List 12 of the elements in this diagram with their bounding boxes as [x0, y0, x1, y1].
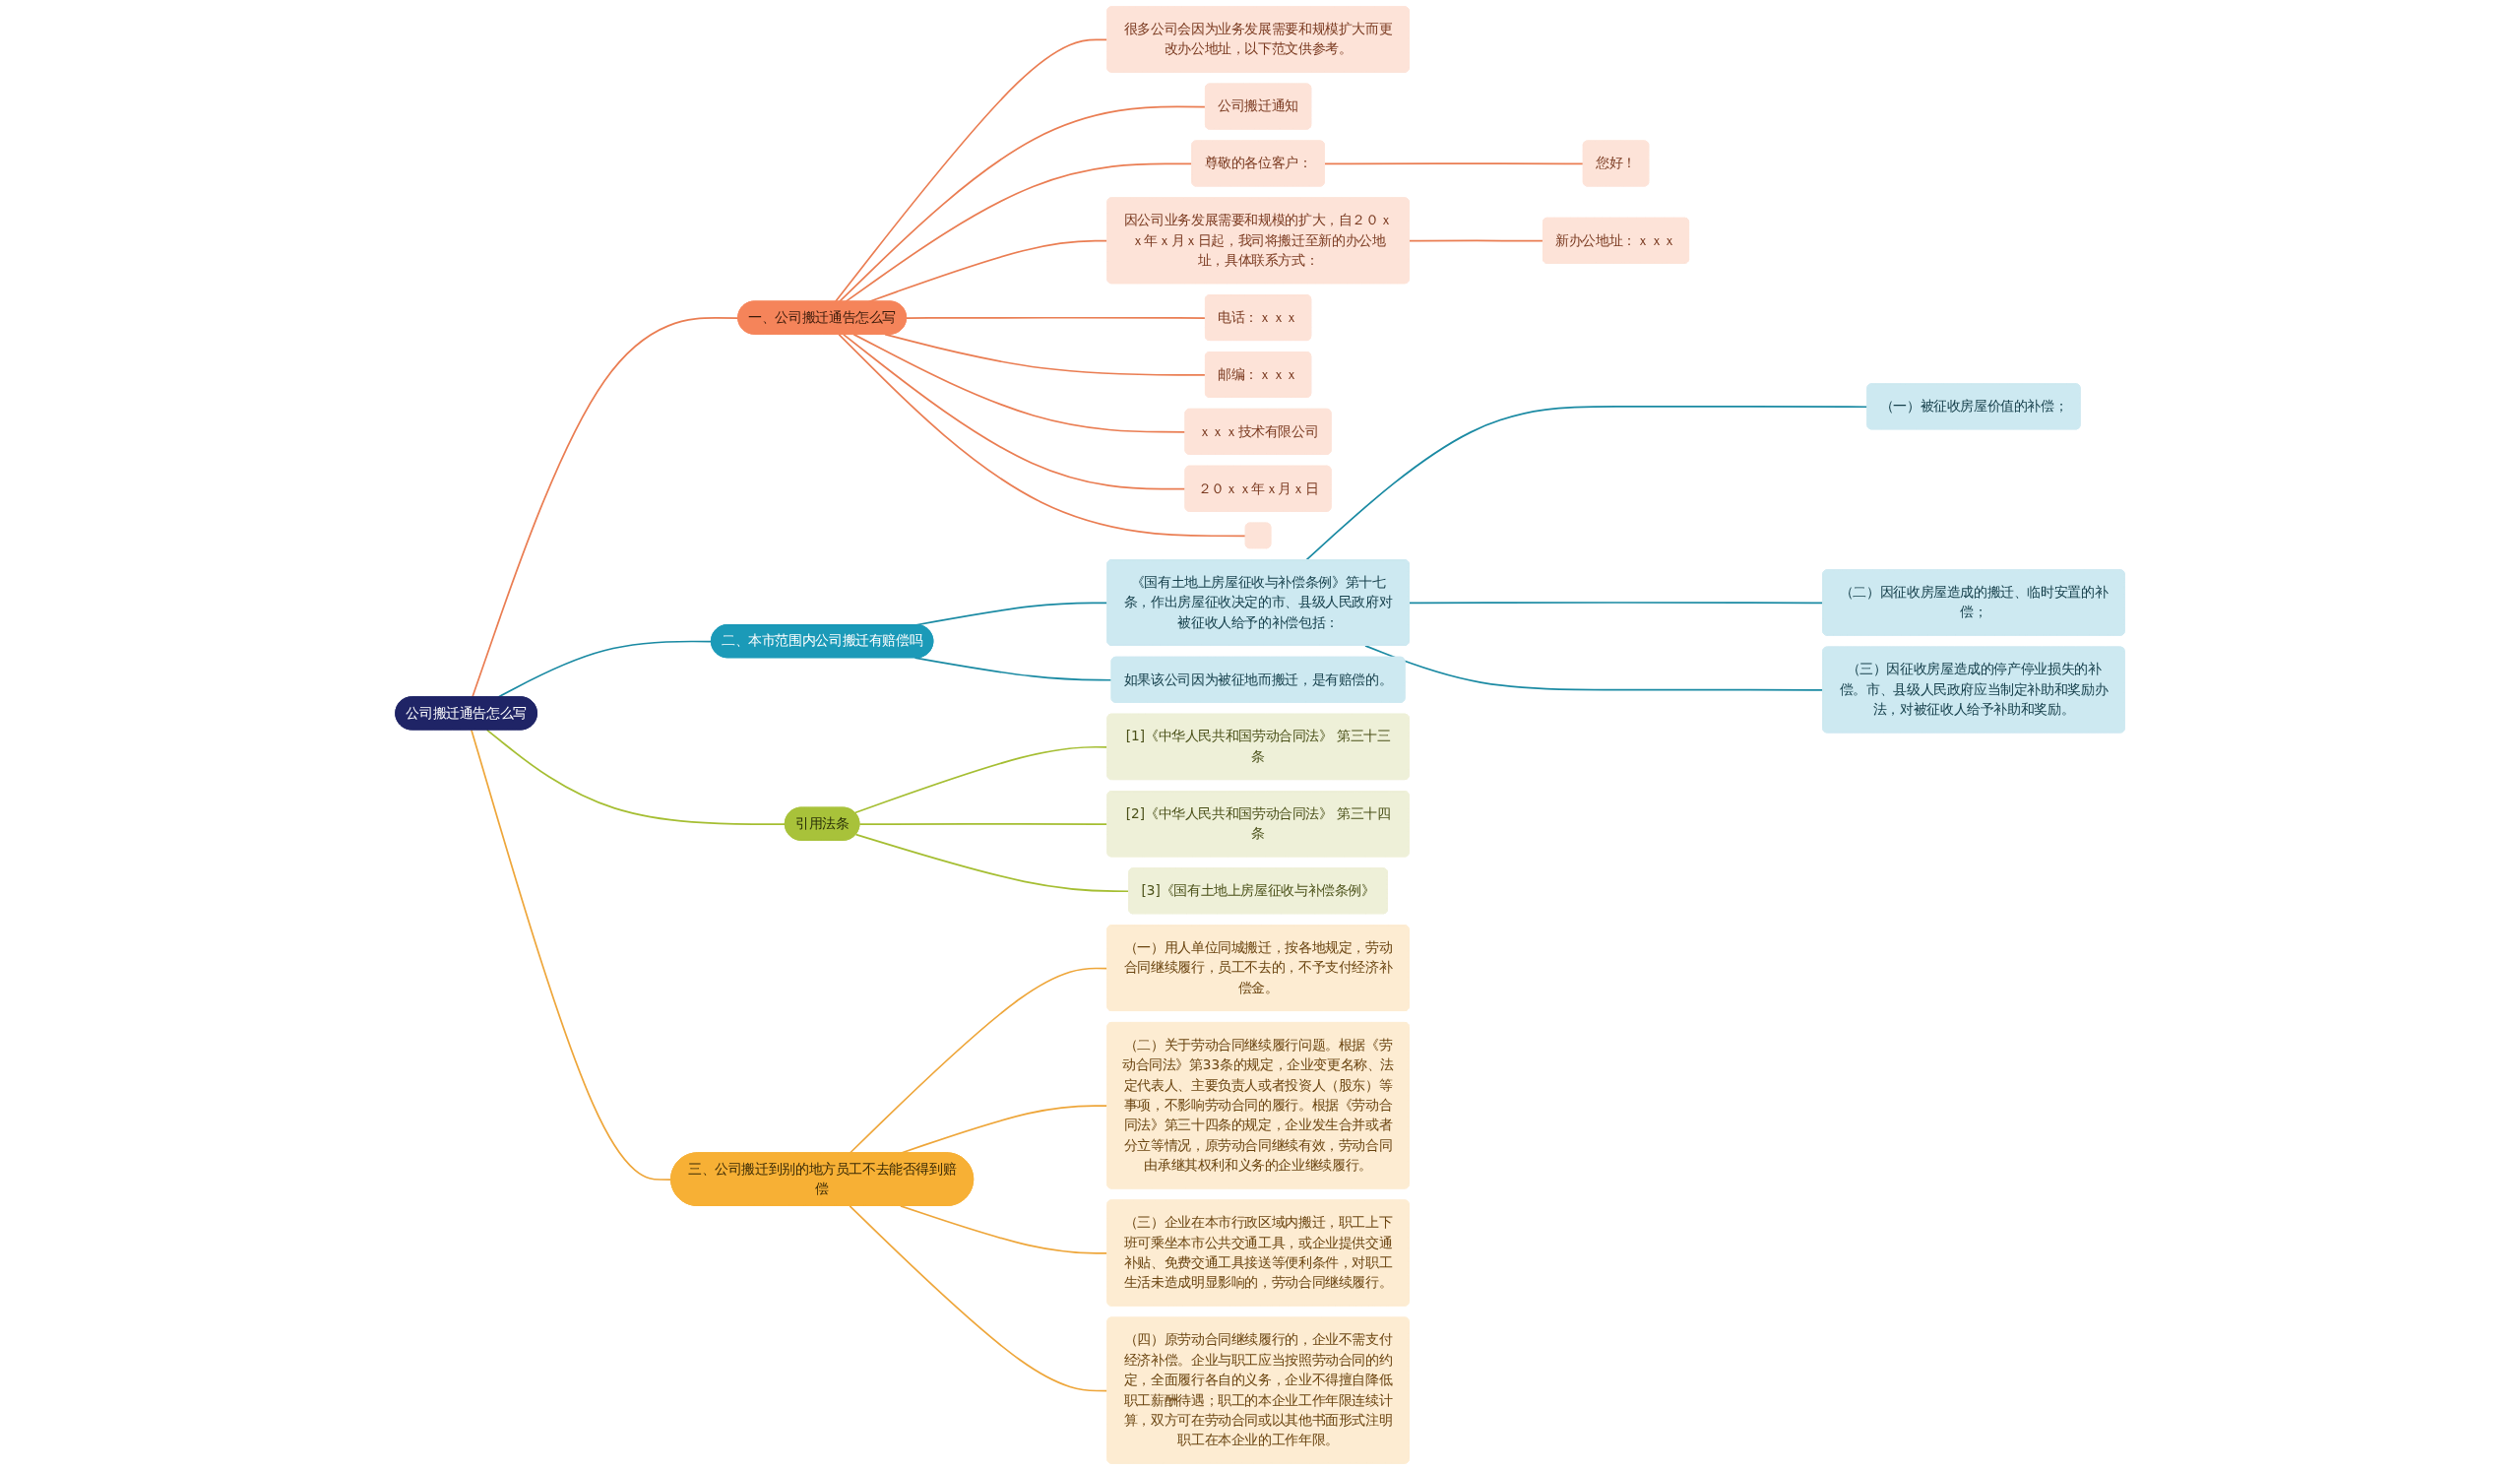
connector	[471, 729, 672, 1181]
connector	[884, 333, 1207, 376]
connector	[914, 657, 1113, 681]
connector	[906, 316, 1207, 319]
connector	[842, 333, 1187, 490]
connector	[1323, 162, 1585, 165]
connector	[485, 729, 787, 825]
connector	[852, 333, 1187, 433]
connector	[854, 833, 1130, 893]
connector	[838, 333, 1247, 538]
connector	[1408, 239, 1544, 242]
connector	[838, 105, 1207, 303]
